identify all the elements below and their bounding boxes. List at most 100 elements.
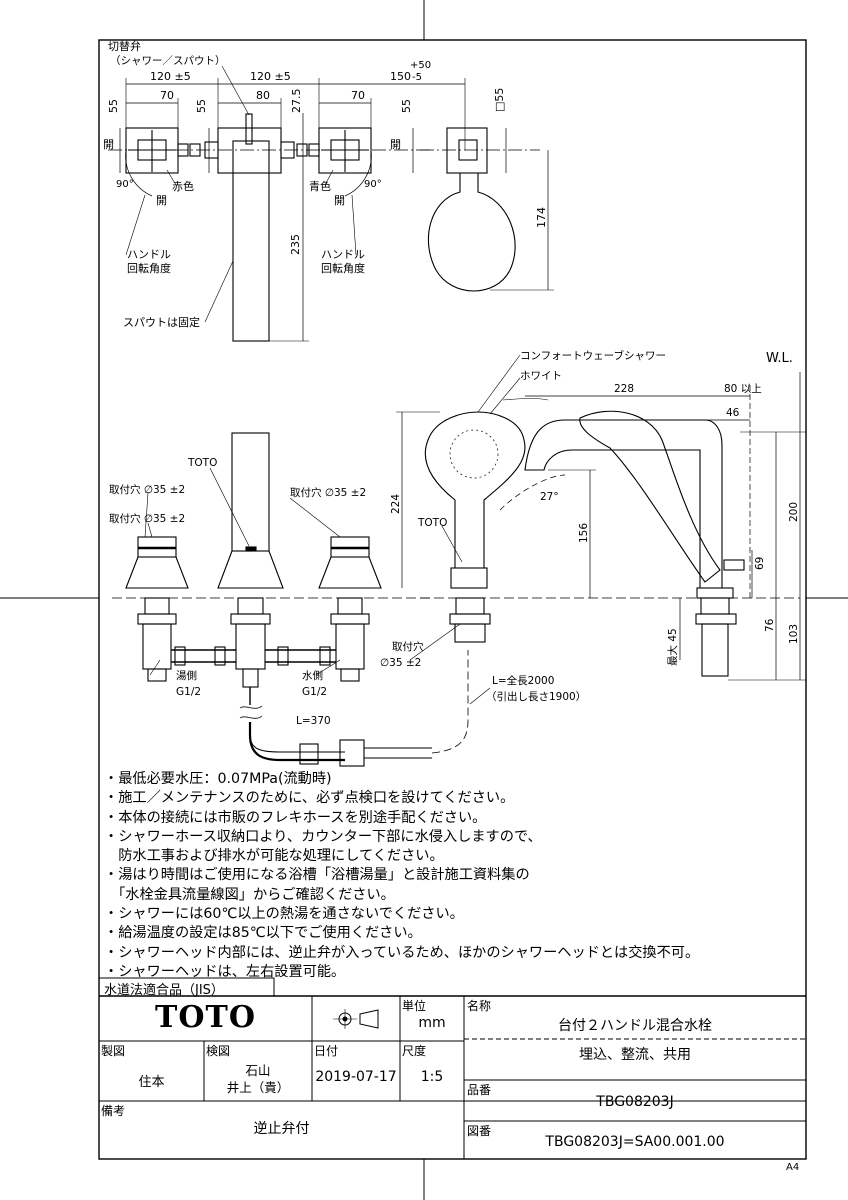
dim-150-tol-up: +50 bbox=[410, 60, 431, 71]
note-item: ・湯はり時間はご使用になる浴槽「浴槽湯量」と設計施工資料集の bbox=[104, 867, 530, 884]
shower-head-top bbox=[428, 173, 516, 292]
scale-label: 尺度 bbox=[402, 1044, 427, 1058]
scale-value: 1:5 bbox=[420, 1069, 444, 1085]
label-open-4: 開 bbox=[334, 194, 345, 207]
label-hole-4: 取付穴 bbox=[392, 640, 424, 653]
unit-label: 単位 bbox=[402, 999, 427, 1013]
label-dim-370: L=370 bbox=[296, 715, 331, 727]
drawing-no-label: 図番 bbox=[467, 1124, 492, 1138]
label-hole-3: 取付穴 ∅35 ±2 bbox=[290, 486, 366, 499]
front-view-labels: TOTO TOTO 取付穴 ∅35 ±2 取付穴 ∅35 ±2 取付穴 ∅35 … bbox=[109, 349, 800, 727]
dim-200: 200 bbox=[788, 502, 800, 522]
dim-70a: 70 bbox=[160, 89, 174, 102]
title-block-grid bbox=[98, 977, 806, 1159]
label-cold-side: 水側 bbox=[302, 669, 323, 682]
top-view-labels: 切替弁 （シャワー／スパウト） 120 ±5 120 ±5 150 +50 -5… bbox=[103, 39, 548, 329]
name-label: 名称 bbox=[467, 999, 492, 1013]
spout-front bbox=[231, 432, 270, 552]
date-label: 日付 bbox=[314, 1044, 339, 1058]
draft-value: 住本 bbox=[138, 1075, 165, 1090]
note-item: ・最低必要水圧：0.07MPa(流動時) bbox=[104, 771, 332, 787]
dim-max-45: 最大 45 bbox=[666, 628, 679, 666]
top-view bbox=[108, 65, 554, 342]
label-handle-1: ハンドル bbox=[127, 248, 171, 261]
toto-logo: TOTO bbox=[155, 1000, 256, 1035]
label-open-2: 開 bbox=[156, 194, 167, 207]
label-handle-2b: 回転角度 bbox=[321, 261, 365, 275]
note-item: ・シャワーホース収納口より、カウンター下部に水侵入しますので、 bbox=[104, 828, 542, 845]
label-open-3: 開 bbox=[390, 138, 401, 151]
label-hole-1: 取付穴 ∅35 ±2 bbox=[109, 483, 185, 496]
product-name-2: 埋込、整流、共用 bbox=[579, 1047, 691, 1063]
dim-55a: 55 bbox=[107, 99, 120, 113]
label-red: 赤色 bbox=[172, 179, 194, 193]
product-name-1: 台付２ハンドル混合水栓 bbox=[558, 1018, 712, 1034]
dim-224: 224 bbox=[390, 494, 402, 514]
draft-label: 製図 bbox=[101, 1044, 126, 1058]
dim-103: 103 bbox=[788, 624, 800, 644]
dim-76: 76 bbox=[764, 618, 776, 632]
part-value: TBG08203J bbox=[596, 1094, 674, 1110]
label-g-cold: G1/2 bbox=[302, 686, 327, 698]
label-hose-pull: （引出し長さ1900） bbox=[486, 690, 586, 703]
label-switch-valve: 切替弁 bbox=[108, 39, 141, 53]
part-label: 品番 bbox=[467, 1083, 492, 1097]
note-item: ・シャワーには60℃以上の熱湯を通さないでください。 bbox=[104, 906, 464, 923]
dim-80-up: 80 以上 bbox=[724, 383, 762, 395]
label-90deg-2: 90° bbox=[364, 179, 382, 190]
check-label: 検図 bbox=[206, 1044, 231, 1058]
label-toto-1: TOTO bbox=[187, 457, 217, 469]
label-g-hot: G1/2 bbox=[176, 686, 201, 698]
label-blue: 青色 bbox=[309, 179, 331, 193]
note-item: ・施工／メンテナンスのために、必ず点検口を設けてください。 bbox=[104, 790, 515, 807]
dim-69: 69 bbox=[754, 557, 766, 570]
dim-228: 228 bbox=[614, 383, 634, 395]
label-shower-name: コンフォートウェーブシャワー bbox=[520, 349, 666, 362]
check-value-1: 石山 bbox=[245, 1063, 271, 1078]
note-item: ・本体の接続には市販のフレキホースを別途手配ください。 bbox=[104, 809, 487, 826]
label-toto-2: TOTO bbox=[417, 517, 447, 529]
note-item: ・シャワーヘッドは、左右設置可能。 bbox=[104, 963, 346, 980]
spout-side bbox=[524, 419, 723, 589]
dim-46: 46 bbox=[726, 407, 740, 419]
dim-120a: 120 ±5 bbox=[150, 70, 191, 83]
unit-value: mm bbox=[418, 1015, 446, 1031]
label-27deg: 27° bbox=[540, 491, 559, 503]
label-handle-1b: 回転角度 bbox=[127, 261, 171, 275]
note-item: ・シャワーヘッド内部には、逆止弁が入っているため、ほかのシャワーヘッドとは交換不… bbox=[104, 944, 700, 961]
front-view bbox=[112, 354, 806, 767]
note-item: ・給湯温度の設定は85℃以下でご使用ください。 bbox=[104, 925, 422, 942]
projection-symbol bbox=[333, 1009, 379, 1029]
label-shower-color: ホワイト bbox=[520, 370, 562, 382]
dim-27-5: 27.5 bbox=[290, 89, 303, 114]
dim-150: 150 bbox=[390, 70, 411, 83]
jis-label: 水道法適合品（JIS） bbox=[104, 983, 224, 998]
shower-head-side bbox=[579, 410, 721, 583]
dim-150-tol-dn: -5 bbox=[412, 72, 422, 83]
label-hose-length: L=全長2000 bbox=[492, 674, 554, 687]
label-hole-4b: ∅35 ±2 bbox=[380, 657, 421, 669]
note-item: 防水工事および排水が可能な処理にしてください。 bbox=[104, 848, 444, 865]
label-hole-2: 取付穴 ∅35 ±2 bbox=[109, 512, 185, 525]
date-value: 2019-07-17 bbox=[315, 1069, 397, 1085]
sheet-border bbox=[98, 39, 807, 1160]
shower-head-front bbox=[424, 411, 526, 569]
dim-55c: 55 bbox=[400, 99, 413, 113]
dim-55b: 55 bbox=[195, 99, 208, 113]
note-item: 「水栓金具流量線図」からご確認ください。 bbox=[104, 886, 395, 903]
notes-list: ・最低必要水圧：0.07MPa(流動時) ・施工／メンテナンスのために、必ず点検… bbox=[104, 770, 804, 982]
label-hot-side: 湯側 bbox=[176, 669, 197, 682]
dim-120b: 120 ±5 bbox=[250, 70, 291, 83]
dim-70b: 70 bbox=[351, 89, 365, 102]
label-wl: W.L. bbox=[766, 351, 793, 366]
label-spout-fixed: スパウトは固定 bbox=[123, 315, 200, 329]
spout-top bbox=[232, 140, 270, 342]
label-90deg-1: 90° bbox=[116, 179, 134, 190]
drawing-no-value: TBG08203J=SA00.001.00 bbox=[545, 1134, 725, 1150]
paper-size: A4 bbox=[786, 1162, 800, 1173]
dim-80: 80 bbox=[256, 89, 270, 102]
dim-156: 156 bbox=[578, 523, 590, 543]
dim-235: 235 bbox=[289, 234, 302, 255]
dim-sq55: □55 bbox=[493, 88, 506, 112]
